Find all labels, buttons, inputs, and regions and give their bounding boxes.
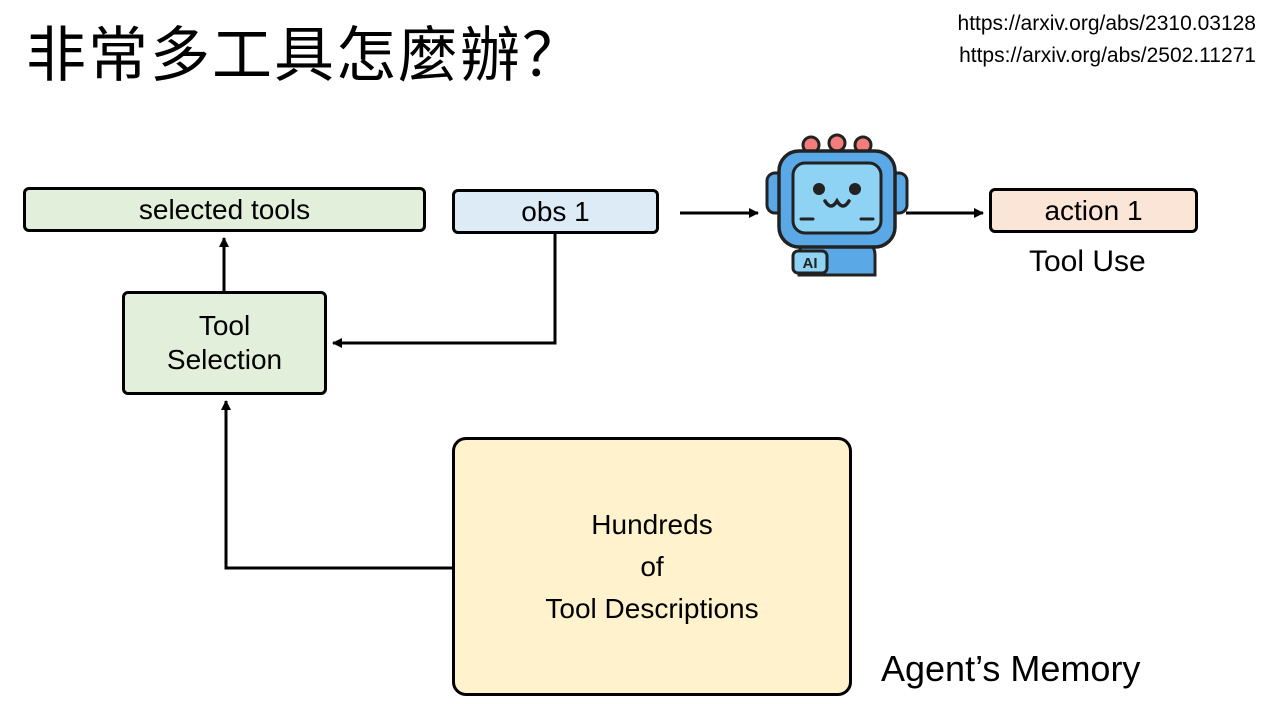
page-title: 非常多工具怎麼辦？ bbox=[26, 21, 584, 91]
obs-label: obs 1 bbox=[521, 195, 590, 227]
memory-box-line-1: Hundreds bbox=[591, 508, 713, 540]
reference-links: https://arxiv.org/abs/2310.03128 https:/… bbox=[958, 8, 1256, 72]
action-box: action 1 bbox=[989, 188, 1198, 233]
action-label: action 1 bbox=[1044, 194, 1143, 226]
reference-link-2[interactable]: https://arxiv.org/abs/2502.11271 bbox=[959, 44, 1256, 67]
robot-badge-label: AI bbox=[803, 255, 818, 272]
tool-use-label: Tool Use bbox=[1029, 245, 1146, 278]
tool-selection-line-1: Tool bbox=[198, 310, 251, 341]
selected-tools-box: selected tools bbox=[23, 187, 426, 232]
obs-box: obs 1 bbox=[452, 189, 659, 234]
arrow-memory-to-selection bbox=[221, 400, 452, 570]
agents-memory-label: Agent’s Memory bbox=[881, 648, 1141, 689]
arrow-obs-to-selection bbox=[332, 234, 557, 348]
selected-tools-label: selected tools bbox=[138, 193, 311, 225]
memory-box-line-3: Tool Descriptions bbox=[545, 592, 759, 624]
reference-link-1[interactable]: https://arxiv.org/abs/2310.03128 bbox=[957, 12, 1256, 35]
memory-box-line-2: of bbox=[640, 550, 664, 582]
tool-selection-box: Tool Selection bbox=[122, 291, 327, 395]
tool-selection-line-2: Selection bbox=[166, 344, 283, 375]
robot-agent-icon: AI bbox=[765, 133, 909, 277]
tool-descriptions-box: Hundreds of Tool Descriptions bbox=[452, 437, 852, 696]
